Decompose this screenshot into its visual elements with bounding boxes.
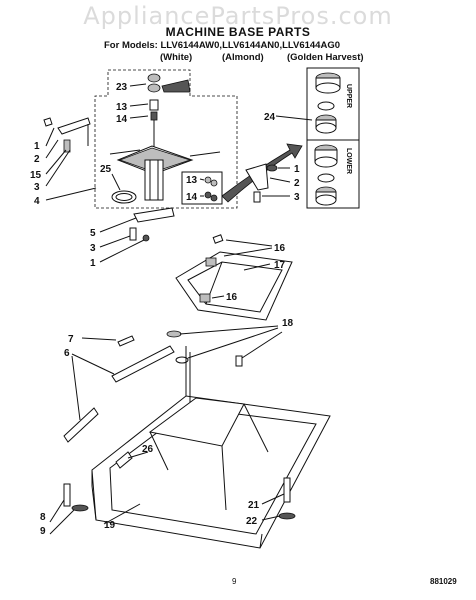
watermark: AppliancePartsPros.com — [83, 2, 393, 30]
document-number: 881029 — [430, 577, 457, 586]
inset-box — [181, 171, 223, 205]
callout-25: 25 — [100, 164, 112, 175]
callout-7: 7 — [68, 334, 74, 345]
callout-15: 15 — [30, 170, 42, 181]
callout-13-inset: 13 — [186, 175, 198, 186]
callouts: 23 13 14 24 25 13 14 1 2 15 3 4 1 2 3 5 … — [30, 82, 300, 537]
callout-26: 26 — [142, 444, 154, 455]
lower-label: LOWER — [345, 148, 352, 174]
side-rails — [63, 335, 175, 443]
callout-19: 19 — [104, 520, 116, 531]
pad-tray — [175, 234, 293, 321]
callout-13-upper: 13 — [116, 102, 128, 113]
callout-18: 18 — [282, 318, 294, 329]
callout-3-right: 3 — [294, 192, 300, 203]
callout-9: 9 — [40, 526, 46, 537]
callout-14-inset: 14 — [186, 192, 198, 203]
callout-5: 5 — [90, 228, 96, 239]
callout-3-left: 3 — [34, 182, 40, 193]
upper-seals — [315, 72, 341, 134]
variant-white: (White) — [160, 52, 193, 63]
ring-part — [111, 190, 137, 204]
page-title: MACHINE BASE PARTS — [165, 25, 311, 39]
models-line: For Models: LLV6144AW0,LLV6144AN0,LLV614… — [104, 40, 340, 51]
callout-6: 6 — [64, 348, 70, 359]
gearcase-outline — [94, 69, 238, 209]
callout-2-left: 2 — [34, 154, 40, 165]
inset-parts — [204, 176, 218, 202]
variant-golden-harvest: (Golden Harvest) — [287, 52, 364, 63]
pointer-arrow — [161, 79, 191, 93]
variant-almond: (Almond) — [222, 52, 264, 63]
callout-1-right: 1 — [294, 164, 300, 175]
hub-stack — [147, 73, 161, 150]
lower-left-bracket — [129, 207, 175, 242]
lower-seals — [314, 144, 338, 206]
leveling-legs — [63, 477, 296, 520]
callout-16-upper: 16 — [274, 243, 286, 254]
gearcase-body — [109, 145, 221, 201]
upper-label: UPPER — [345, 84, 352, 108]
callout-8: 8 — [40, 512, 46, 523]
callout-22: 22 — [246, 516, 258, 527]
callout-1-left: 1 — [34, 141, 40, 152]
callout-1-lower: 1 — [90, 258, 96, 269]
callout-23: 23 — [116, 82, 128, 93]
leader-lines — [45, 83, 313, 535]
callout-14-upper: 14 — [116, 114, 128, 125]
callout-2-right: 2 — [294, 178, 300, 189]
callout-4: 4 — [34, 196, 40, 207]
callout-3-lower: 3 — [90, 243, 96, 254]
clips — [166, 330, 243, 367]
callout-24: 24 — [264, 112, 276, 123]
right-bracket-group — [245, 163, 278, 203]
callout-16-tray: 16 — [226, 292, 238, 303]
seal-box — [306, 67, 360, 209]
page-number: 9 — [232, 577, 237, 586]
left-bracket-group — [43, 117, 91, 153]
callout-17: 17 — [274, 260, 286, 271]
callout-21: 21 — [248, 500, 260, 511]
